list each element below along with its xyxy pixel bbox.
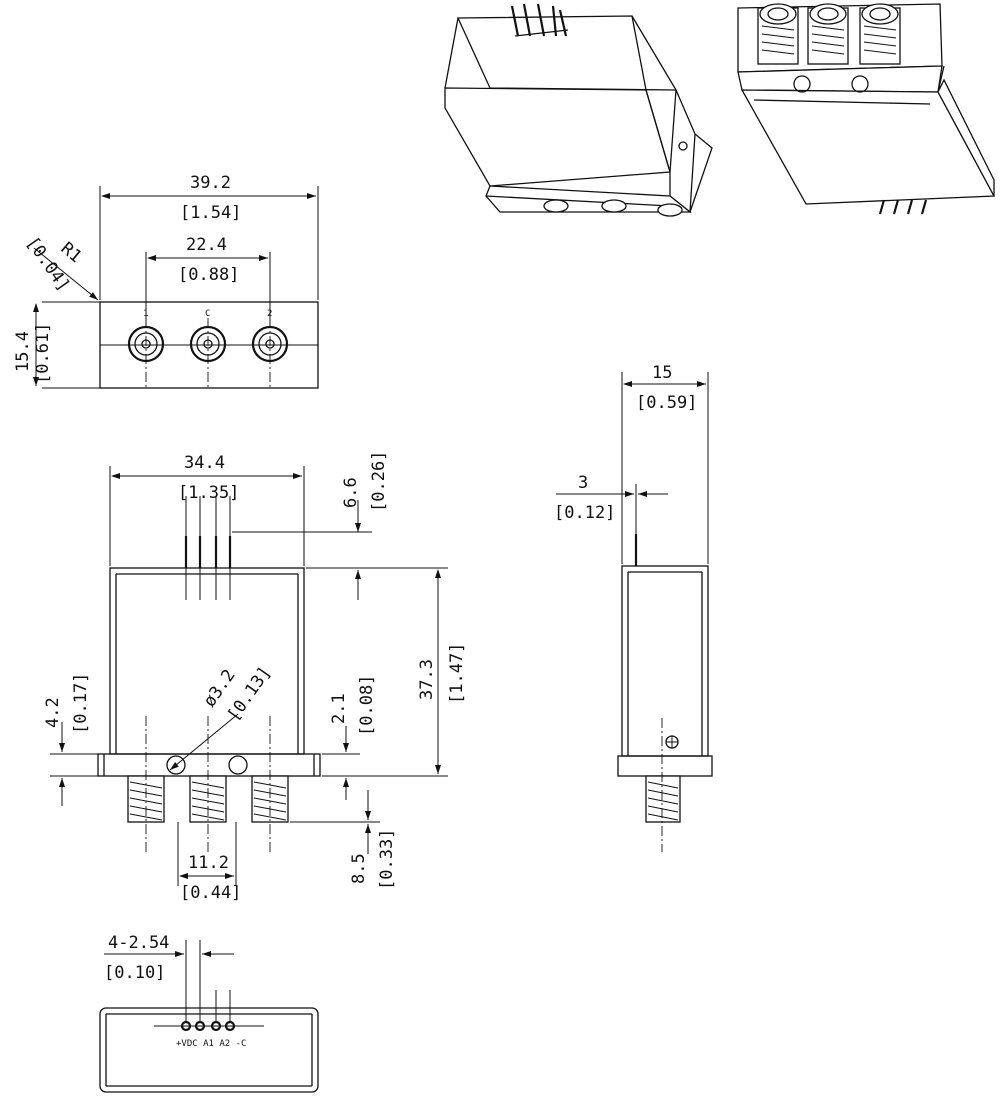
pin-length-mm: 6.6 xyxy=(341,477,361,508)
front-view: 34.4 [1.35] 6.6 [0.26] 37.3 [1.47] 2.1 xyxy=(43,451,467,903)
bottom-view: +VDC A1 A2 -C 4-2.54 [0.10] xyxy=(99,933,319,1093)
body-height-in: [1.47] xyxy=(447,643,467,704)
conn-pitch-in: [0.44] xyxy=(180,883,241,903)
side-width-mm: 15 xyxy=(652,363,672,383)
conn-pitch-mm: 11.2 xyxy=(188,853,229,873)
side-offset-mm: 3 xyxy=(578,473,588,493)
corner-radius-mm: R1 xyxy=(57,239,86,267)
connector-3 xyxy=(859,3,901,65)
isometric-view-pins-top xyxy=(444,3,713,217)
flange-step-mm: 2.1 xyxy=(329,693,349,724)
side-view: 15 [0.59] 3 [0.12] xyxy=(554,363,713,852)
pin-labels: +VDC A1 A2 -C xyxy=(176,1039,246,1049)
conn-length-mm: 8.5 xyxy=(349,853,369,884)
flange-thk-mm: 4.2 xyxy=(43,697,63,728)
pin-spacing-in: [0.10] xyxy=(104,963,165,983)
connector-1 xyxy=(757,3,799,65)
body-width-in: [1.35] xyxy=(178,483,239,503)
pin-length-in: [0.26] xyxy=(369,451,389,512)
top-height-in: [0.61] xyxy=(33,323,53,384)
flange-thk-in: [0.17] xyxy=(71,673,91,734)
body-width-mm: 34.4 xyxy=(184,453,225,473)
top-width-in: [1.54] xyxy=(180,203,241,223)
connector-2 xyxy=(807,3,849,65)
flange-step-in: [0.08] xyxy=(357,675,377,736)
isometric-view-connectors-top xyxy=(737,3,996,215)
top-pitch-mm: 22.4 xyxy=(186,235,227,255)
side-width-in: [0.59] xyxy=(636,393,697,413)
side-connector xyxy=(645,775,681,823)
body-height-mm: 37.3 xyxy=(417,659,437,700)
top-pitch-in: [0.88] xyxy=(178,265,239,285)
conn-length-in: [0.33] xyxy=(377,829,397,890)
port-label-c: C xyxy=(205,309,210,319)
side-offset-in: [0.12] xyxy=(554,503,615,523)
top-height-mm: 15.4 xyxy=(13,331,33,372)
pin-spacing-mm: 4-2.54 xyxy=(108,933,169,953)
top-view: 1 C 2 39.2 [1.54] 22.4 [0.88] R1 [0.04] … xyxy=(13,173,319,389)
top-width-mm: 39.2 xyxy=(190,173,231,193)
